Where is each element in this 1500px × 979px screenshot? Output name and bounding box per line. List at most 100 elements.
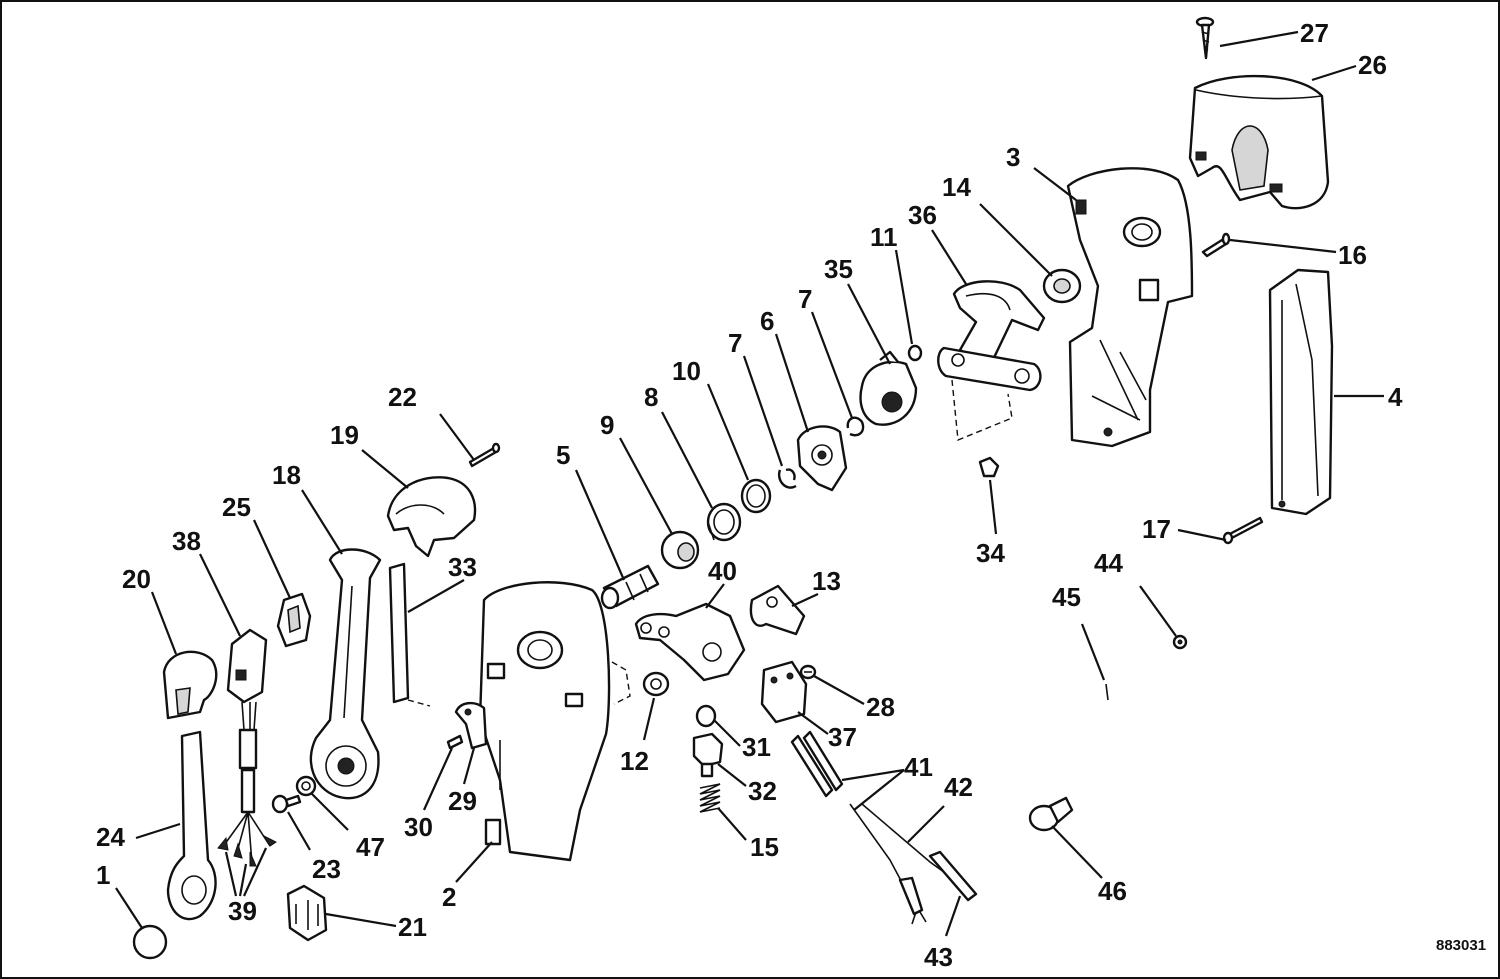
part-15-spring [699,783,721,813]
part-labels: 1 2 3 4 5 6 7 7 8 9 10 11 12 13 14 15 16… [96,18,1403,972]
leader-9 [619,437,673,535]
label-part-42: 42 [944,772,973,802]
leader-38 [199,553,241,637]
part-16-screw [1201,232,1231,258]
leader-40 [705,583,725,609]
part-25-block [276,592,312,648]
label-part-27: 27 [1300,18,1329,48]
leader-39c [243,847,267,897]
part-27-screw [1195,16,1215,60]
label-part-17: 17 [1142,514,1171,544]
leader-11 [894,249,914,345]
leader-6 [774,333,810,433]
part-38-switch [226,628,268,704]
label-part-35: 35 [824,254,853,284]
part-44-nut [1172,634,1188,650]
leader-43 [944,895,962,937]
label-part-8: 8 [644,382,658,412]
leader-5 [574,469,626,581]
part-10-ring-inner [746,484,766,508]
leader-24 [135,822,181,840]
leader-16 [1229,238,1337,254]
label-part-7-lower: 7 [728,328,742,358]
leader-46 [1051,825,1103,879]
label-part-20: 20 [122,564,151,594]
label-part-4: 4 [1388,382,1403,412]
leader-28 [813,675,865,705]
part-5-shaft [600,564,660,610]
leader-22 [439,413,475,461]
part-13-bracket [749,584,806,636]
label-part-12: 12 [620,746,649,776]
assembly-line-2-12 [611,661,631,705]
catalog-code: 883031 [1436,937,1486,954]
leader-35 [847,283,891,365]
part-11-washer [907,344,923,362]
part-45-pin [1105,683,1109,701]
label-part-26: 26 [1358,50,1387,80]
label-part-30: 30 [404,812,433,842]
label-part-11: 11 [870,222,898,252]
part-14-bushing [1042,268,1082,304]
leader-27 [1219,30,1299,48]
label-part-32: 32 [748,776,777,806]
part-34-nut [978,456,1000,478]
leader-23 [287,811,311,851]
part-22-screw [468,442,501,468]
part-21-connector [286,884,328,942]
part-39-wire-harness [217,701,277,867]
label-part-39: 39 [228,896,257,926]
leader-32 [717,763,747,787]
leader-14 [979,203,1053,277]
part-9-washer-hole [677,542,695,562]
leader-41a [841,768,905,782]
label-part-28: 28 [866,692,895,722]
part-40-lever [634,602,746,682]
label-part-16: 16 [1338,240,1367,270]
leader-3 [1033,167,1077,201]
label-part-29: 29 [448,786,477,816]
label-part-43: 43 [924,942,953,972]
part-35-cam [859,350,918,426]
part-24-lever [166,730,217,921]
part-32-plunger [692,732,724,778]
part-42-cable [861,803,978,902]
leader-39b [238,863,248,897]
part-12-washer-hole [650,678,662,690]
label-part-3: 3 [1006,142,1020,172]
part-19-cover [386,476,477,558]
leader-1 [115,887,143,929]
leader-39a [224,851,238,897]
assembly-line-36-34 [951,379,1013,442]
part-7-snap-ring-lower [777,468,797,489]
part-3-housing [1066,167,1194,448]
label-part-10: 10 [672,356,701,386]
leader-12 [642,697,656,741]
part-41-wires [790,730,927,925]
label-part-36: 36 [908,200,937,230]
label-part-40: 40 [708,556,737,586]
label-part-14: 14 [942,172,971,202]
leader-42 [907,805,945,843]
label-part-23: 23 [312,854,341,884]
leader-21 [325,912,397,928]
leader-37 [797,711,829,735]
label-part-13: 13 [812,566,841,596]
leader-33 [407,579,465,613]
leader-26 [1311,64,1357,82]
part-30-screw [446,734,464,750]
label-part-19: 19 [330,420,359,450]
label-part-22: 22 [388,382,417,412]
part-46-knob [1028,796,1074,832]
leader-7a [810,311,854,419]
label-part-46: 46 [1098,876,1127,906]
part-4-plate [1268,268,1334,516]
label-part-31: 31 [742,732,771,762]
label-part-33: 33 [448,552,477,582]
leader-18 [301,489,343,555]
label-part-6: 6 [760,306,774,336]
part-37-switch [760,660,808,724]
part-36-lever [937,280,1046,392]
